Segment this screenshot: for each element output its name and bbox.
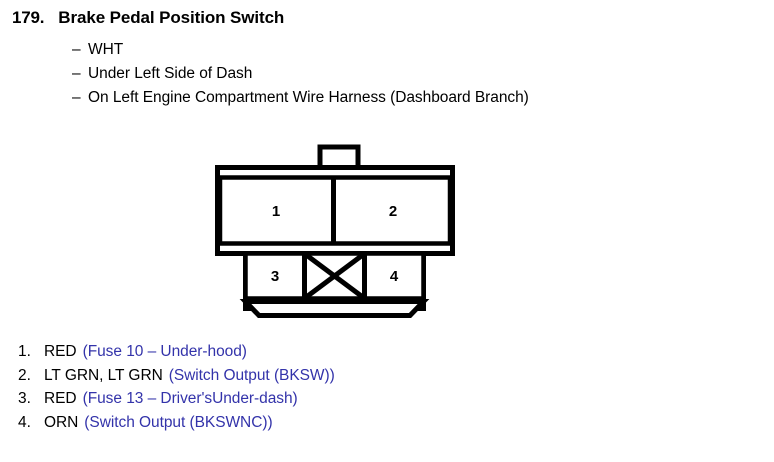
- pin-list-item: 3. RED (Fuse 13 – Driver'sUnder-dash): [18, 387, 335, 411]
- pin-list-wire-color: RED: [44, 343, 77, 360]
- pin-list-item: 1. RED (Fuse 10 – Under-hood): [18, 340, 335, 364]
- blocked-cavity-x-icon: [303, 251, 366, 301]
- pin-list-description: (Switch Output (BKSW)): [168, 366, 335, 384]
- pin-assignment-list: 1. RED (Fuse 10 – Under-hood) 2. LT GRN,…: [18, 340, 335, 434]
- pin-label-3: 3: [271, 268, 279, 285]
- dash-bullet-icon: –: [72, 65, 81, 82]
- connector-diagram: 1 2 3 4: [200, 133, 470, 323]
- pin-list-description: (Switch Output (BKSWNC)): [84, 413, 273, 431]
- connector-locking-tab: [317, 144, 361, 167]
- pin-list-description: (Fuse 10 – Under-hood): [82, 343, 247, 360]
- pin-list-item: 4. ORN (Switch Output (BKSWNC)): [18, 411, 335, 435]
- pin-list-index: 2.: [18, 366, 31, 384]
- pin-list-wire-color: RED: [44, 390, 77, 407]
- dash-bullet-icon: –: [72, 41, 81, 58]
- detail-list: – WHT – Under Left Side of Dash – On Lef…: [72, 38, 529, 110]
- pin-label-2: 2: [389, 203, 397, 220]
- pin-list-index: 3.: [18, 390, 31, 407]
- detail-line-text: Under Left Side of Dash: [88, 65, 253, 82]
- page-title: 179. Brake Pedal Position Switch: [12, 8, 284, 28]
- pin-list-index: 1.: [18, 343, 31, 360]
- pin-label-4: 4: [390, 268, 399, 285]
- pin-list-index: 4.: [18, 413, 31, 431]
- connector-diagram-svg: 1 2 3 4: [215, 144, 455, 318]
- page-title-text: Brake Pedal Position Switch: [58, 8, 285, 27]
- pin-list-wire-color: ORN: [44, 413, 79, 431]
- detail-line: – WHT: [72, 38, 529, 62]
- pin-list-wire-color: LT GRN, LT GRN: [44, 366, 163, 384]
- pin-label-1: 1: [272, 203, 280, 220]
- connector-base-skirt: [239, 299, 430, 318]
- detail-line-text: WHT: [88, 41, 124, 58]
- detail-line: – Under Left Side of Dash: [72, 62, 529, 86]
- pin-list-item: 2. LT GRN, LT GRN (Switch Output (BKSW)): [18, 364, 335, 388]
- page-title-number: 179.: [12, 8, 45, 27]
- detail-line-text: On Left Engine Compartment Wire Harness …: [88, 89, 529, 106]
- pin-list-description: (Fuse 13 – Driver'sUnder-dash): [82, 390, 298, 407]
- dash-bullet-icon: –: [72, 89, 81, 106]
- detail-line: – On Left Engine Compartment Wire Harnes…: [72, 86, 529, 110]
